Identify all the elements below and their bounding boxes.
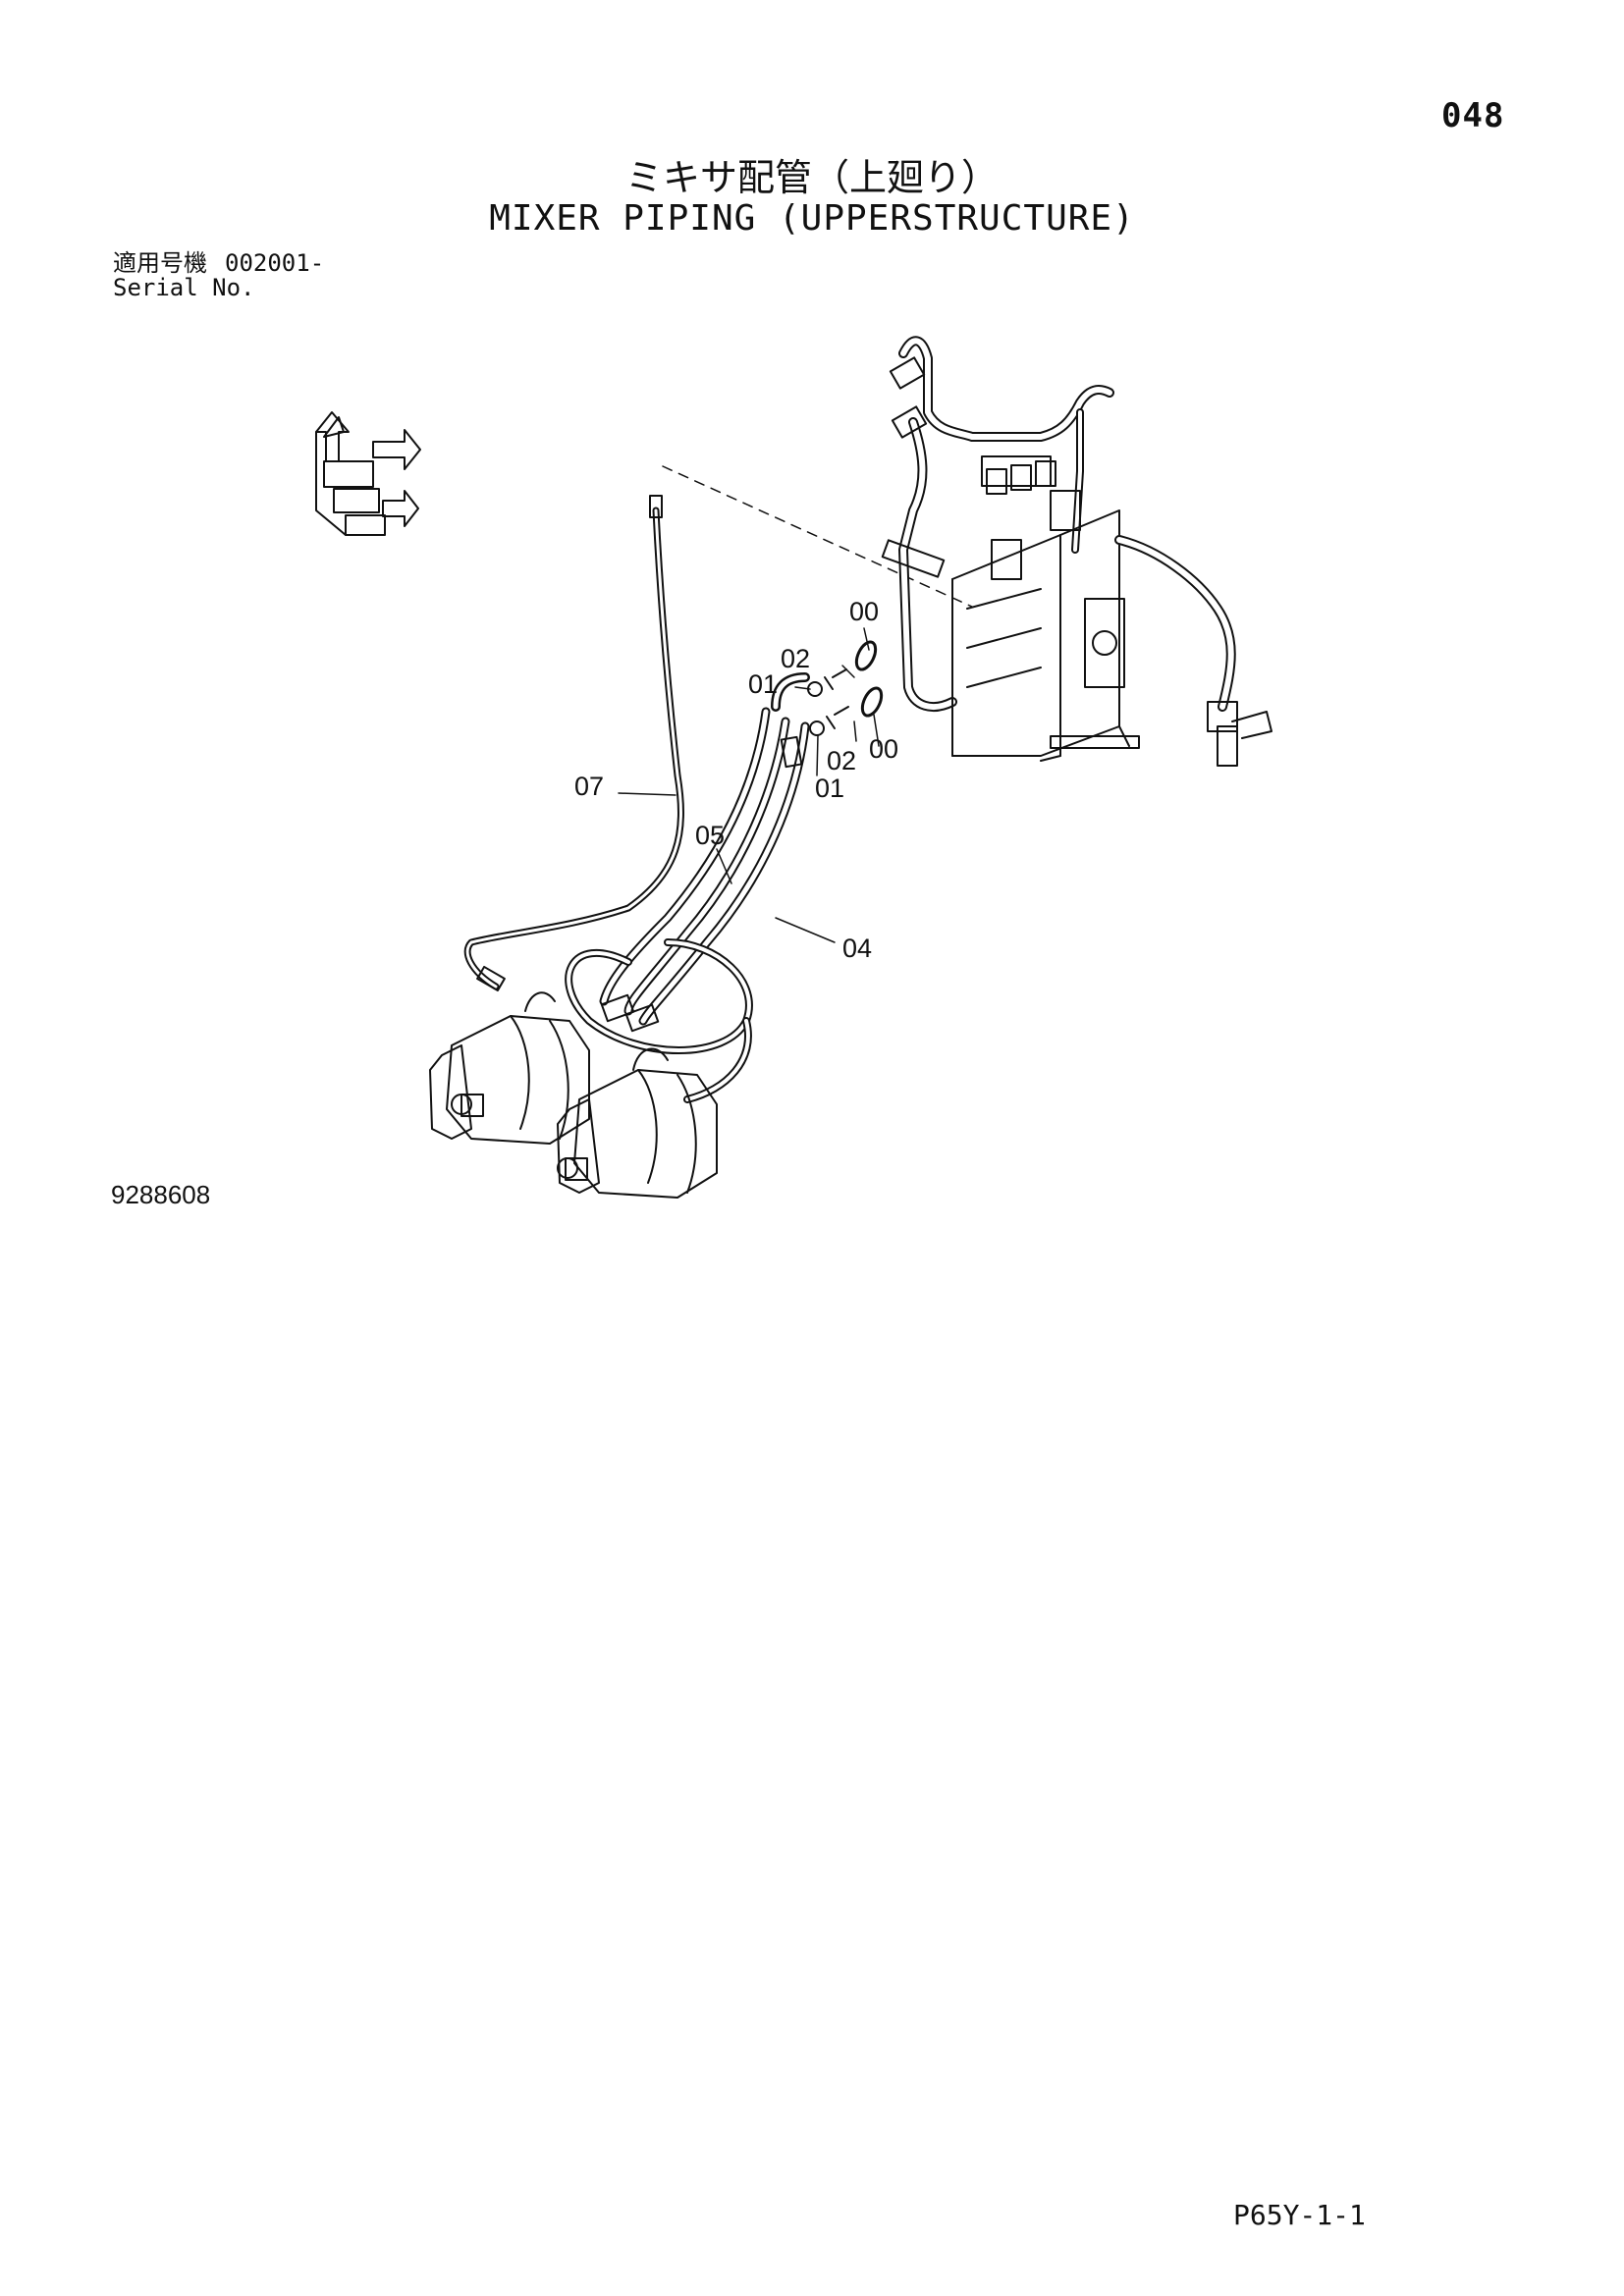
drawing-id: 9288608 [111,1180,211,1209]
valve-assembly [881,336,1272,767]
hose-07 [463,495,684,992]
serial-row-jp: 適用号機 002001- [113,251,324,276]
callout-labels: 00 02 01 02 00 01 07 05 04 [574,597,898,963]
mixer-motor-right [557,1047,718,1199]
title-english: MIXER PIPING (UPPERSTRUCTURE) [489,198,1135,239]
page-code: P65Y-1-1 [1233,2199,1366,2231]
callout-00-bottom: 00 [869,734,898,764]
title-japanese: ミキサ配管（上廻り） [624,156,999,199]
serial-block: 適用号機 002001- Serial No. [113,251,324,300]
reference-line [662,465,973,608]
callout-01-bottom: 01 [815,774,844,803]
serial-label-en: Serial No. [113,274,255,301]
orientation-icon [315,411,421,536]
callout-01-top: 01 [748,669,778,699]
page-number: 048 [1441,96,1505,135]
callout-07: 07 [574,772,604,801]
leader-lines [618,627,880,943]
hose-04-05 [565,672,810,1103]
callout-02-bottom: 02 [827,746,856,775]
serial-value: 002001- [225,249,325,277]
serial-label-jp: 適用号機 [113,249,207,277]
mixer-motor-left [429,991,590,1145]
callout-02-top: 02 [781,644,810,673]
callout-04: 04 [842,934,872,963]
fittings-group [807,640,884,736]
callout-00-top: 00 [849,597,879,626]
callout-05: 05 [695,821,725,850]
